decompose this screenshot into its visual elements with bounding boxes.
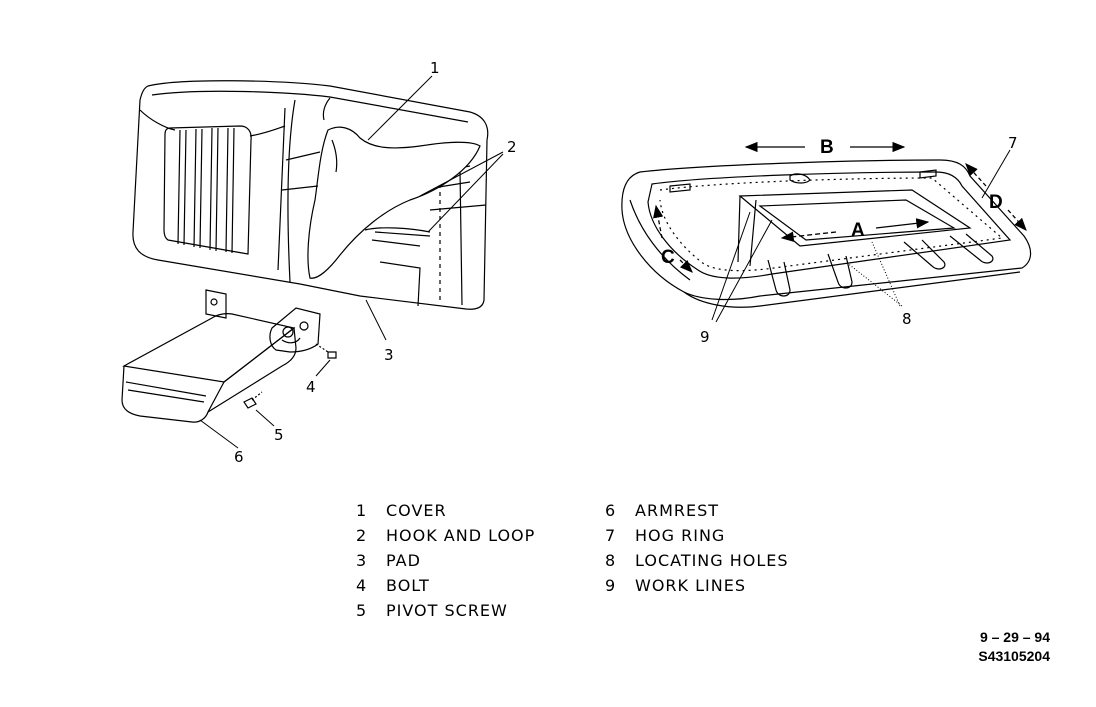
legend-number: 3 [356,551,368,570]
armrest-illustration [121,289,321,423]
bolt-icon [315,343,337,359]
callout-4: 4 [306,378,316,396]
dimension-arrows [653,141,1027,273]
callout-1: 1 [430,59,440,77]
pivot-screw-icon [243,391,263,409]
callout-2: 2 [507,138,517,156]
legend-label: PIVOT SCREW [386,601,508,620]
legend-right: 6 ARMREST 7 HOG RING 8 LOCATING HOLES 9 WORK… [605,498,789,598]
legend-number: 8 [605,551,617,570]
legend-number: 6 [605,501,617,520]
legend-item: 2 HOOK AND LOOP [356,523,535,548]
legend-label: BOLT [386,576,430,595]
legend-label: LOCATING HOLES [635,551,789,570]
callout-7: 7 [1008,134,1018,152]
dimension-label-a: A [851,220,865,241]
legend-label: HOG RING [635,526,726,545]
legend-label: COVER [386,501,447,520]
legend-item: 7 HOG RING [605,523,789,548]
legend-number: 7 [605,526,617,545]
legend-label: PAD [386,551,421,570]
legend-item: 8 LOCATING HOLES [605,548,789,573]
callout-9: 9 [700,328,710,346]
legend-number: 5 [356,601,368,620]
legend-item: 9 WORK LINES [605,573,789,598]
figure-code: S43105204 [978,648,1050,664]
legend-item: 3 PAD [356,548,535,573]
legend-left: 1 COVER 2 HOOK AND LOOP 3 PAD 4 BOLT 5 PIVOT … [356,498,535,623]
legend-item: 4 BOLT [356,573,535,598]
legend-label: HOOK AND LOOP [386,526,536,545]
legend-number: 1 [356,501,368,520]
callout-6: 6 [234,448,244,466]
legend-number: 2 [356,526,368,545]
legend-number: 9 [605,576,617,595]
callout-3: 3 [384,346,394,364]
dimension-label-b: B [820,137,834,158]
callout-leaders-right [711,149,1011,323]
callout-leaders-left [365,75,504,341]
legend-number: 4 [356,576,368,595]
legend-item: 1 COVER [356,498,535,523]
legend-label: ARMREST [635,501,720,520]
legend-item: 6 ARMREST [605,498,789,523]
figure-stamp: 9 – 29 – 94 S43105204 [978,628,1050,666]
dimension-label-c: C [661,247,675,268]
legend-item: 5 PIVOT SCREW [356,598,535,623]
figure-date: 9 – 29 – 94 [979,629,1050,645]
callout-leaders-armrest [199,359,331,449]
callout-8: 8 [902,310,912,328]
legend-label: WORK LINES [635,576,746,595]
seat-cushion-illustration [621,159,1032,308]
dimension-label-d: D [989,192,1003,213]
callout-5: 5 [274,426,284,444]
seat-back-illustration [132,80,489,310]
